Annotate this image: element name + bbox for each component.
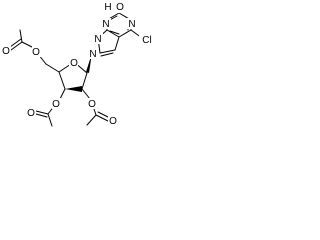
- atom-ester-o-3-link: O: [52, 99, 60, 110]
- bond-acyl2-carbonyl: [95, 114, 109, 122]
- bond-n7-c8: [99, 49, 116, 54]
- atom-hydroxyl-h: H: [104, 2, 111, 13]
- atom-hydroxyl-o: O: [116, 2, 124, 13]
- atom-label-layer: H O Cl N N N N O O O O O O O: [1, 1, 155, 127]
- bond-c1-c2: [81, 72, 88, 90]
- bond-acyl2-methyl: [86, 114, 97, 126]
- atom-ester-o-5-link: O: [32, 47, 40, 58]
- bond-acyl3-methyl: [47, 113, 53, 127]
- bond-c4-c5-double: [109, 30, 120, 35]
- bond-c3-c2-wedge: [65, 86, 82, 92]
- atom-ring-oxygen: O: [70, 58, 78, 69]
- atom-ring-n1: N: [128, 19, 135, 30]
- atom-ester-o-2-carbonyl: O: [109, 116, 117, 127]
- bond-c5-n7: [114, 36, 120, 51]
- bond-acyl5-methyl: [19, 29, 23, 43]
- bond-c4-c5: [106, 29, 120, 38]
- atom-ester-o-3-carbonyl: O: [27, 108, 35, 119]
- bond-c4-c3: [58, 71, 66, 90]
- bond-n7-c8-double: [100, 52, 114, 57]
- atom-ester-o-2-link: O: [88, 99, 96, 110]
- atom-ring-n7: N: [94, 34, 101, 45]
- bond-acyl3-carbonyl-double: [35, 113, 48, 118]
- chemical-structure-diagram: H O Cl N N N N O O O O O O O: [1, 1, 155, 127]
- atom-ester-o-5-carbonyl: O: [2, 46, 10, 57]
- bond-acyl5-carbonyl-double: [9, 38, 22, 48]
- bond-c6-c5: [118, 29, 132, 38]
- bond-c2-o2: [81, 88, 91, 100]
- bond-c4-c5prime: [45, 63, 60, 73]
- bond-acyl5-carbonyl: [10, 41, 23, 51]
- atom-ring-n3: N: [102, 19, 109, 30]
- atom-ring-n9: N: [89, 49, 96, 60]
- atom-chloro: Cl: [142, 35, 151, 46]
- bond-acyl3-carbonyl: [35, 110, 49, 115]
